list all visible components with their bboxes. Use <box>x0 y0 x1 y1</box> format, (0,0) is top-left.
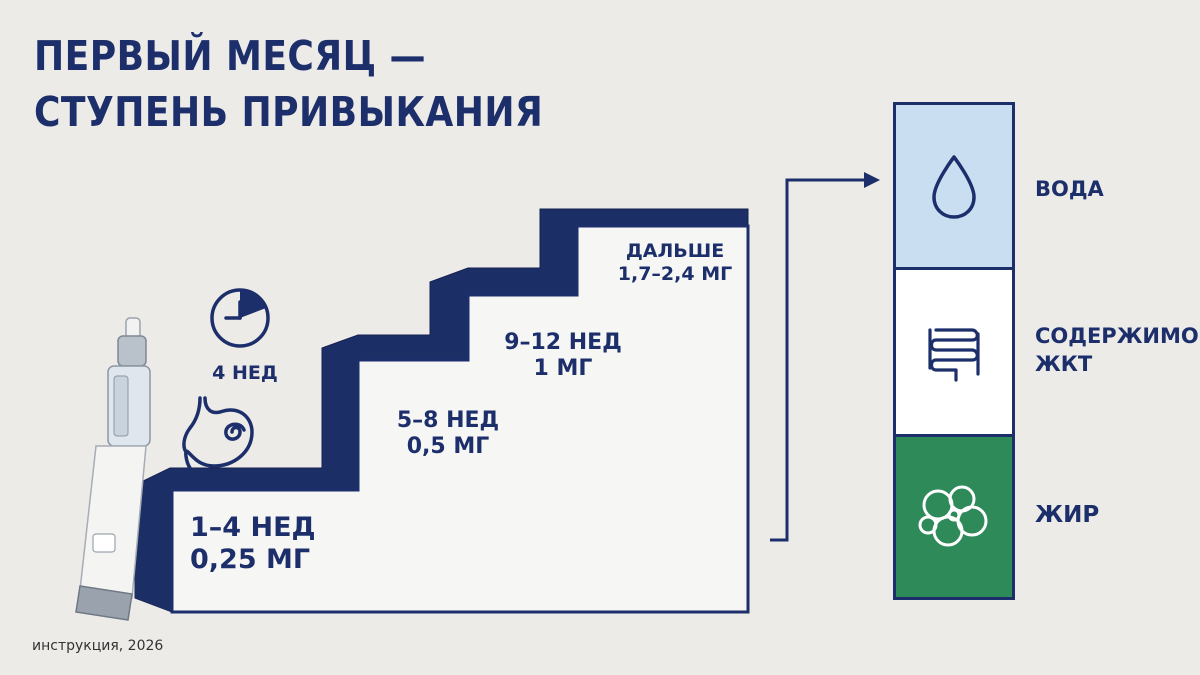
fat-cells-icon <box>918 485 988 547</box>
page-title: ПЕРВЫЙ МЕСЯЦ — СТУПЕНЬ ПРИВЫКАНИЯ <box>34 28 543 140</box>
legend-water-label: ВОДА <box>1035 177 1104 201</box>
connector-arrow <box>770 172 880 542</box>
water-segment <box>896 105 1012 270</box>
injection-pen <box>75 317 151 621</box>
legend-water: ВОДА <box>1035 175 1104 203</box>
legend-gut-label-line-1: СОДЕРЖИМОЕ <box>1035 324 1200 348</box>
gut-content-segment <box>896 270 1012 437</box>
step-label-1: 1–4 НЕД 0,25 МГ <box>190 512 320 577</box>
step-1-weeks: 1–4 НЕД <box>190 512 316 543</box>
step-label-2: 5–8 НЕД 0,5 МГ <box>378 408 518 461</box>
stomach-icon <box>182 396 254 470</box>
step-4-dose: 1,7–2,4 МГ <box>617 262 733 285</box>
legend-gut-label-line-2: ЖКТ <box>1035 352 1093 377</box>
step-label-4: ДАЛЬШЕ 1,7–2,4 МГ <box>605 240 745 286</box>
legend-fat: ЖИР <box>1035 500 1099 531</box>
title-line-1: ПЕРВЫЙ МЕСЯЦ — <box>34 32 427 80</box>
stair-side-face <box>135 488 172 612</box>
step-4-weeks: ДАЛЬШЕ <box>625 240 725 262</box>
fat-segment <box>896 437 1012 597</box>
stair-front-face <box>170 224 750 614</box>
step-1-dose: 0,25 МГ <box>190 544 311 576</box>
clock-icon <box>210 288 270 348</box>
intestine-icon <box>928 328 980 382</box>
step-label-3: 9–12 НЕД 1 МГ <box>493 330 633 383</box>
footer-caption: инструкция, 2026 <box>32 638 164 654</box>
step-2-weeks: 5–8 НЕД <box>396 408 500 433</box>
step-3-dose: 1 МГ <box>533 356 593 382</box>
legend-fat-label: ЖИР <box>1035 502 1100 528</box>
step-3-weeks: 9–12 НЕД <box>504 330 622 355</box>
step-2-dose: 0,5 МГ <box>406 434 490 460</box>
timer-label: 4 НЕД <box>212 362 278 384</box>
title-line-2: СТУПЕНЬ ПРИВЫКАНИЯ <box>34 88 544 136</box>
water-drop-icon <box>932 155 976 219</box>
body-composition-column <box>893 102 1015 600</box>
legend-gut-content: СОДЕРЖИМОЕ ЖКТ <box>1035 322 1200 379</box>
